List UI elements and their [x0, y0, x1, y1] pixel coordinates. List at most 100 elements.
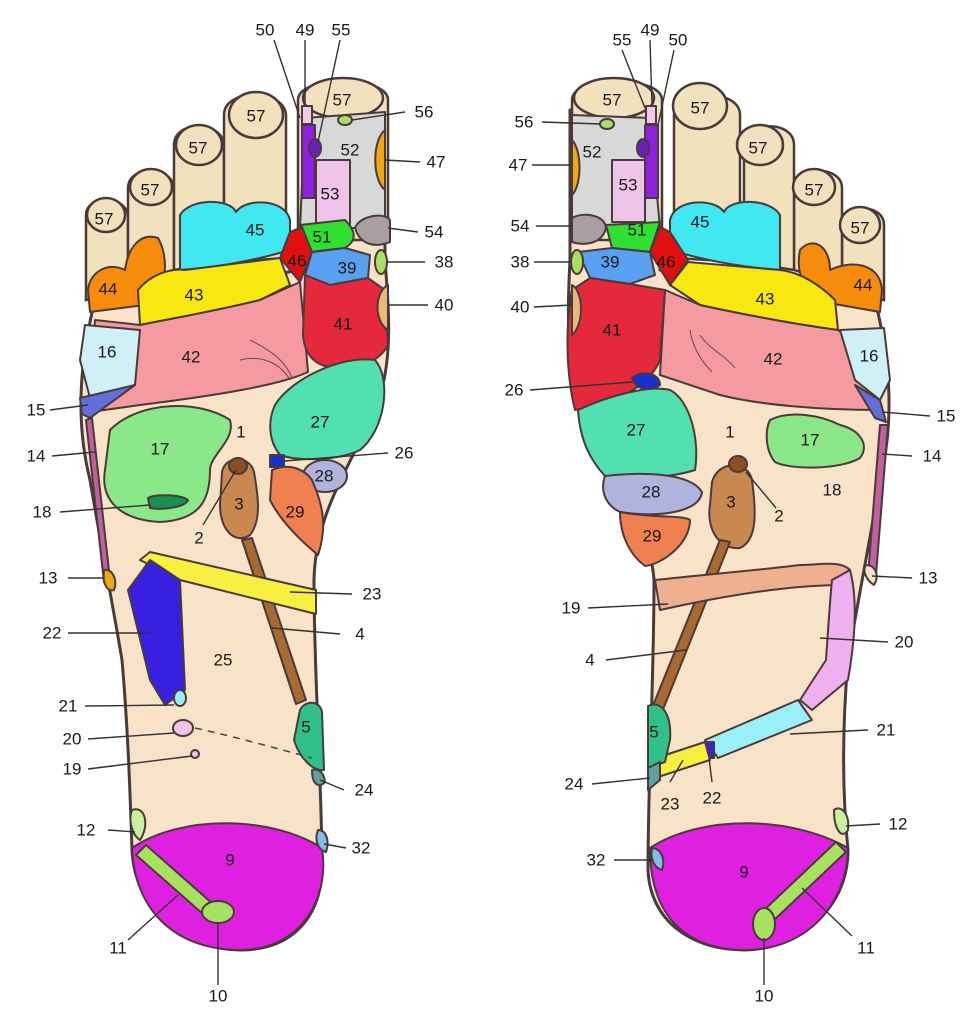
label-l40: 40 [435, 296, 454, 315]
leader-r50 [657, 49, 675, 126]
left-toe-tip-4 [128, 167, 174, 207]
label-l41: 41 [334, 315, 353, 334]
right-zone-32 [650, 847, 665, 871]
label-r57-toe1: 57 [603, 91, 622, 110]
label-r12: 12 [889, 815, 908, 834]
right-zone-27 [577, 387, 698, 479]
left-dashed-line [194, 727, 313, 759]
left-zone-13 [102, 568, 117, 592]
right-zone-16 [839, 327, 891, 401]
left-zone-26 [269, 454, 285, 468]
label-r44: 44 [854, 276, 873, 295]
label-r41: 41 [603, 321, 622, 340]
right-zone-13 [863, 564, 878, 586]
right-zone-12 [833, 807, 850, 835]
label-r18: 18 [823, 481, 842, 500]
right-zone-2 [728, 455, 748, 473]
label-l23: 23 [363, 585, 382, 604]
right-zone-9 [649, 822, 849, 951]
label-r17: 17 [801, 431, 820, 450]
label-l9: 9 [225, 851, 234, 870]
left-zone-2 [228, 457, 248, 475]
right-zone-38 [570, 249, 584, 275]
label-l21: 21 [59, 697, 78, 716]
label-r43: 43 [756, 290, 775, 309]
label-r52: 52 [583, 143, 602, 162]
label-l16: 16 [98, 343, 117, 362]
label-r47: 47 [509, 156, 528, 175]
left-zone-46 [279, 226, 313, 283]
right-zone-17 [765, 413, 865, 469]
label-r28: 28 [642, 483, 661, 502]
leader-r15 [881, 411, 931, 417]
leader-r13 [871, 575, 913, 579]
label-l52: 52 [341, 141, 360, 160]
label-l11: 11 [109, 939, 127, 958]
leader-r4 [605, 649, 687, 661]
left-zone-20 [172, 719, 194, 737]
right-zone-15 [854, 384, 887, 423]
label-l2: 2 [194, 529, 203, 548]
label-r10: 10 [755, 987, 774, 1006]
label-r29: 29 [643, 527, 662, 546]
leader-l24 [319, 779, 345, 791]
label-r57-toe4: 57 [805, 181, 824, 200]
label-l15: 15 [27, 401, 46, 420]
leader-r23 [669, 759, 684, 783]
leader-r14 [881, 453, 913, 457]
leader-r49 [649, 39, 653, 107]
left-zone-18 [147, 494, 189, 510]
left-zone-29 [269, 465, 325, 556]
label-l46: 46 [288, 252, 307, 271]
label-r11: 11 [857, 939, 875, 958]
label-l55: 55 [332, 21, 351, 40]
label-r4: 4 [585, 651, 594, 670]
left-zone-10 [201, 900, 235, 924]
left-zone-5 [293, 701, 325, 772]
label-r3: 3 [726, 493, 735, 512]
label-r27: 27 [627, 421, 646, 440]
leader-l15 [49, 404, 89, 411]
label-l39: 39 [338, 259, 357, 278]
right-zone-49 [645, 105, 657, 125]
left-toe-tip-2 [227, 90, 285, 140]
leader-l4 [271, 627, 341, 635]
label-l57-toe4: 57 [141, 181, 160, 200]
right-zone-50 [644, 124, 659, 199]
leader-l18 [59, 504, 151, 513]
leader-l47 [384, 159, 421, 163]
label-l57-toe5: 57 [95, 210, 114, 229]
label-r50: 50 [669, 31, 688, 50]
left-crease [249, 339, 293, 379]
label-l57-toe2: 57 [247, 107, 266, 126]
label-l43: 43 [185, 286, 204, 305]
label-l32: 32 [352, 839, 371, 858]
label-l26: 26 [395, 444, 414, 463]
leader-r2 [745, 471, 777, 509]
leader-r12 [845, 823, 881, 827]
label-r2: 2 [774, 507, 783, 526]
leader-r21 [789, 729, 869, 735]
right-zone-40 [571, 284, 582, 336]
label-l49: 49 [296, 21, 315, 40]
label-l20: 20 [63, 730, 82, 749]
label-r45: 45 [691, 213, 710, 232]
label-r40: 40 [511, 298, 530, 317]
left-zone-50 [301, 124, 316, 199]
label-r9: 9 [739, 863, 748, 882]
right-zone-24 [647, 761, 661, 791]
label-r1: 1 [725, 423, 734, 442]
label-r32: 32 [587, 851, 606, 870]
label-l14: 14 [27, 447, 46, 466]
right-foot: 1 2 3 4 5 9 10 11 12 13 14 15 16 17 18 1… [505, 21, 956, 1006]
leader-r55 [621, 49, 646, 109]
label-l25: 25 [214, 651, 233, 670]
leader-r56 [541, 121, 601, 125]
label-r57-toe2: 57 [691, 99, 710, 118]
label-r57-toe5: 57 [851, 219, 870, 238]
right-zone-28 [602, 472, 703, 516]
left-zone-32 [315, 829, 329, 853]
label-r16: 16 [860, 347, 879, 366]
leader-r19 [587, 603, 669, 609]
left-zone-17 [103, 405, 232, 523]
